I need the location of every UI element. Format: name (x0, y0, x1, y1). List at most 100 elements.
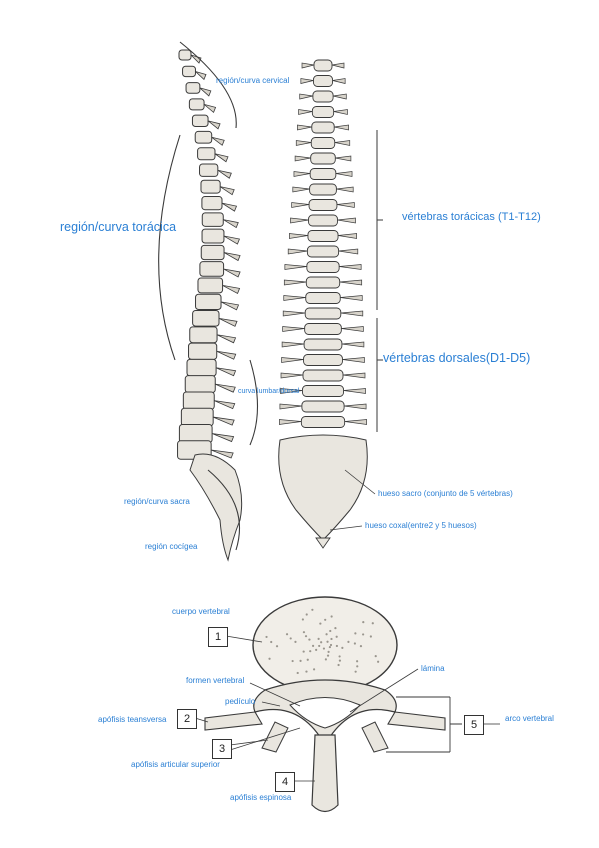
lateral-vertebra-body (199, 163, 219, 177)
posterior-transverse-left (300, 78, 314, 84)
posterior-transverse-left (287, 248, 308, 255)
lateral-vertebra-body (195, 293, 222, 310)
lateral-spinous-process (221, 202, 238, 212)
body-texture-dot (326, 654, 330, 657)
posterior-transverse-left (291, 202, 310, 208)
callout-box-2: 2 (177, 709, 197, 729)
posterior-transverse-right (332, 78, 346, 84)
cervical-curve-arc (179, 41, 237, 129)
lateral-spinous-process (216, 350, 237, 360)
lateral-vertebra-body (192, 310, 220, 327)
thoracic-curve-arc (158, 134, 181, 361)
posterior-transverse-right (337, 233, 357, 239)
thoracic-vertebrae-label: vértebras torácicas (T1-T12) (402, 211, 541, 223)
lateral-vertebra-body (200, 244, 225, 261)
posterior-transverse-right (335, 155, 352, 162)
posterior-transverse-left (289, 233, 309, 239)
lateral-vertebra-body (185, 82, 201, 94)
lateral-vertebra-body (182, 391, 215, 410)
posterior-vertebra (301, 400, 345, 413)
posterior-transverse-left (282, 310, 306, 317)
body-texture-dot (330, 615, 333, 618)
body-texture-dot (309, 650, 312, 653)
body-texture-dot (337, 663, 340, 667)
posterior-vertebra (303, 354, 343, 366)
body-texture-dot (302, 650, 305, 653)
lateral-spinous-process (210, 449, 234, 459)
posterior-transverse-right (336, 186, 354, 193)
lateral-spinous-process (218, 317, 238, 327)
body-texture-dot (330, 637, 333, 641)
posterior-transverse-left (295, 140, 312, 146)
body-texture-dot (326, 640, 329, 643)
posterior-transverse-right (343, 388, 366, 394)
posterior-transverse-left (290, 217, 309, 224)
callout-box-4: 4 (275, 772, 295, 792)
lamina-leader (349, 668, 419, 713)
lateral-spinous-process (215, 383, 236, 393)
thoracic-region-label: región/curva torácica (60, 220, 177, 234)
body-texture-dot (335, 644, 338, 648)
coccygeal-region-label: región cocígea (145, 542, 198, 551)
left-transverse-process-shape (204, 711, 263, 731)
lateral-vertebra-body (201, 212, 224, 227)
body-texture-dot (354, 670, 357, 673)
body-texture-dot (353, 642, 356, 645)
lateral-vertebra-body (201, 196, 223, 211)
body-texture-dot (338, 655, 341, 658)
arch-bracket (386, 696, 462, 753)
body-texture-dot (319, 622, 322, 625)
posterior-vertebra (308, 214, 338, 227)
posterior-transverse-left (293, 171, 311, 177)
posterior-vertebra (310, 137, 336, 149)
posterior-transverse-right (341, 341, 365, 348)
body-texture-dot (374, 655, 377, 658)
body-texture-dot (306, 658, 309, 661)
posterior-vertebra (302, 369, 344, 382)
lateral-vertebra-body (201, 228, 225, 244)
posterior-vertebra (304, 323, 342, 335)
posterior-vertebra (308, 199, 338, 211)
sacrum-leader (344, 469, 376, 495)
lateral-spinous-process (220, 301, 240, 311)
posterior-transverse-left (297, 124, 312, 131)
posterior-transverse-left (283, 279, 307, 286)
lamina-label: lámina (421, 664, 445, 673)
posterior-vertebra (311, 106, 335, 118)
left-articular-process-shape (261, 721, 289, 753)
body-texture-dot (329, 629, 332, 633)
body-texture-dot (324, 658, 327, 661)
posterior-transverse-right (340, 295, 363, 301)
body-leader (225, 635, 263, 643)
vertebral-foramen-shape (289, 697, 361, 729)
lateral-spinous-process (222, 285, 241, 294)
body-texture-dot (327, 650, 330, 653)
posterior-vertebra (306, 245, 340, 258)
body-texture-dot (268, 657, 271, 660)
posterior-vertebra (311, 121, 335, 134)
sacrum-label: hueso sacro (conjunto de 5 vértebras) (378, 489, 513, 498)
vertebral-arch-label: arco vertebral (505, 714, 554, 723)
posterior-transverse-right (336, 202, 355, 208)
lateral-vertebra-body (197, 277, 224, 294)
posterior-vertebra (302, 385, 345, 397)
posterior-transverse-left (301, 62, 315, 69)
posterior-transverse-right (339, 264, 362, 270)
posterior-transverse-right (344, 403, 367, 410)
body-texture-dot (338, 659, 342, 662)
posterior-vertebra (304, 307, 342, 320)
dorsal-vertebrae-label: vértebras dorsales(D1-D5) (383, 351, 531, 365)
pedicle-leader (261, 701, 281, 707)
coxal-leader (329, 525, 363, 531)
posterior-transverse-right (344, 419, 367, 425)
lateral-vertebra-body (188, 342, 218, 360)
spinous-process-label: apófisis espinosa (230, 793, 292, 802)
callout-box-5: 5 (464, 715, 484, 735)
body-texture-dot (362, 621, 365, 624)
posterior-vertebra (312, 90, 334, 103)
posterior-vertebra (313, 75, 334, 87)
posterior-spine-drawing (278, 59, 368, 549)
body-texture-dot (362, 633, 365, 636)
lateral-vertebra-body (199, 261, 225, 277)
posterior-transverse-left (284, 264, 307, 270)
